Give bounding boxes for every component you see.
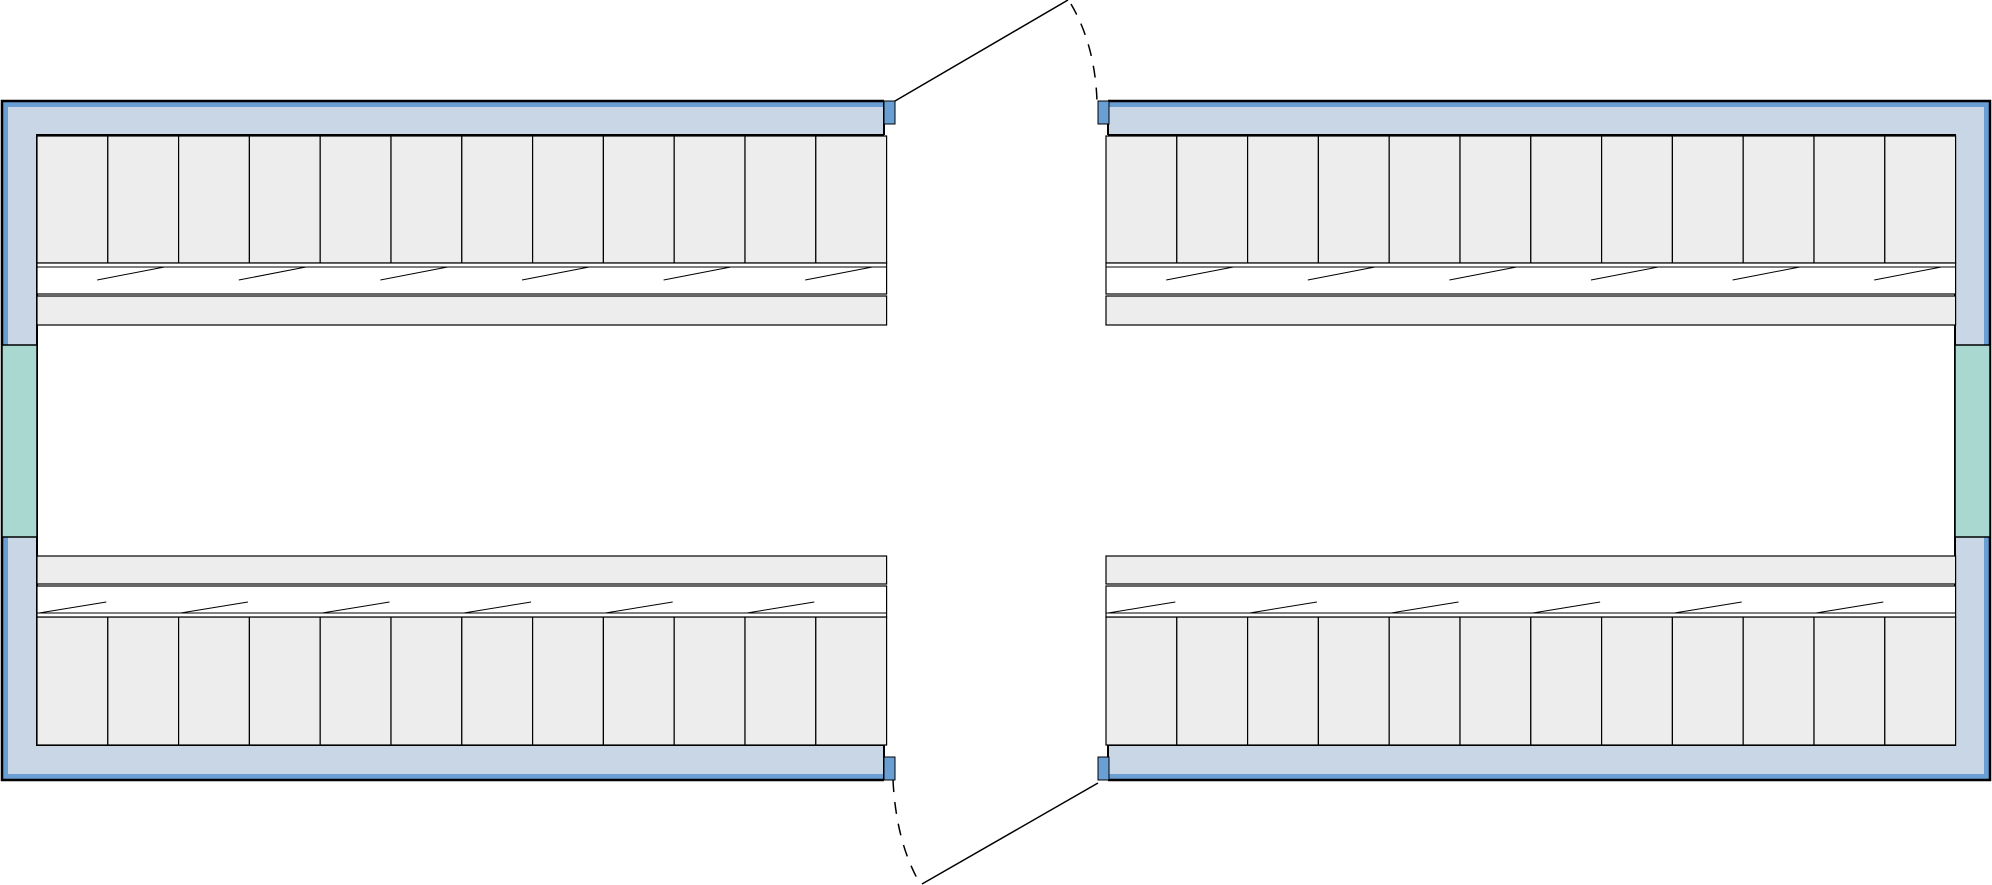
- locker-section-bottom: [1105, 555, 1957, 746]
- locker: [602, 616, 675, 746]
- seat-mark: [238, 266, 307, 281]
- seat-mark: [1732, 266, 1800, 281]
- locker: [1742, 616, 1815, 746]
- locker: [815, 616, 888, 746]
- locker-section-top: [36, 135, 888, 326]
- locker: [178, 135, 251, 264]
- bench: [36, 262, 888, 295]
- door-swing-arc: [892, 779, 919, 881]
- locker: [1105, 616, 1178, 746]
- locker: [1813, 616, 1886, 746]
- shelf: [1105, 295, 1957, 326]
- locker: [1884, 616, 1957, 746]
- locker: [461, 616, 534, 746]
- shelf: [36, 555, 888, 585]
- seat-mark: [380, 266, 448, 281]
- locker: [36, 135, 109, 264]
- seat-mark: [97, 266, 165, 281]
- locker: [1246, 135, 1319, 264]
- seat-mark: [1449, 266, 1517, 281]
- seat-mark: [663, 266, 731, 281]
- wing-right: [1097, 99, 1992, 782]
- seat-mark: [1874, 266, 1942, 281]
- seat-mark: [1815, 601, 1884, 614]
- locker: [531, 616, 604, 746]
- locker: [1317, 616, 1390, 746]
- locker: [1388, 135, 1461, 264]
- locker: [1459, 135, 1532, 264]
- locker-section-bottom: [36, 555, 888, 746]
- entrance-doors: [892, 0, 1099, 885]
- locker: [744, 616, 817, 746]
- locker: [248, 135, 321, 264]
- seat-mark: [1107, 601, 1176, 614]
- locker: [36, 616, 109, 746]
- seat-mark: [1166, 266, 1234, 281]
- wing-left: [0, 99, 896, 782]
- seat-mark: [1674, 601, 1742, 614]
- locker: [1246, 616, 1319, 746]
- seat-mark: [1590, 266, 1659, 281]
- locker: [319, 616, 392, 746]
- locker: [1813, 135, 1886, 264]
- locker: [390, 616, 463, 746]
- door-jamb: [883, 100, 896, 125]
- locker: [1530, 616, 1603, 746]
- locker: [1600, 135, 1673, 264]
- locker: [673, 616, 746, 746]
- shelf: [36, 295, 888, 326]
- bench: [36, 585, 888, 618]
- locker: [107, 616, 180, 746]
- seat-mark: [521, 266, 590, 281]
- door-jamb: [883, 756, 896, 781]
- locker: [815, 135, 888, 264]
- door-leaf: [894, 0, 1069, 102]
- door-swing-arc: [1070, 3, 1098, 102]
- locker: [1600, 616, 1673, 746]
- locker: [744, 135, 817, 264]
- locker: [1388, 616, 1461, 746]
- seat-mark: [1391, 601, 1459, 614]
- locker: [107, 135, 180, 264]
- bench: [1105, 585, 1957, 618]
- locker-section-top: [1105, 135, 1957, 326]
- locker: [1671, 616, 1744, 746]
- locker: [1459, 616, 1532, 746]
- seat-mark: [38, 601, 107, 614]
- seat-mark: [1532, 601, 1601, 614]
- seat-mark: [180, 601, 248, 614]
- locker: [602, 135, 675, 264]
- locker: [248, 616, 321, 746]
- seat-mark: [463, 601, 532, 614]
- door-leaf: [921, 782, 1099, 885]
- seat-mark: [746, 601, 815, 614]
- bench: [1105, 262, 1957, 295]
- shelf: [1105, 555, 1957, 585]
- locker: [319, 135, 392, 264]
- locker: [178, 616, 251, 746]
- seat-mark: [605, 601, 673, 614]
- door-jamb: [1097, 100, 1110, 125]
- locker: [390, 135, 463, 264]
- door-jamb: [1097, 756, 1110, 781]
- seat-mark: [1249, 601, 1317, 614]
- window: [1954, 344, 1991, 538]
- locker: [1884, 135, 1957, 264]
- locker: [531, 135, 604, 264]
- window: [1, 344, 38, 538]
- wall-left: [0, 99, 896, 782]
- seat-mark: [1307, 266, 1376, 281]
- locker: [461, 135, 534, 264]
- seat-mark: [805, 266, 873, 281]
- locker: [1530, 135, 1603, 264]
- locker: [1671, 135, 1744, 264]
- locker: [1317, 135, 1390, 264]
- locker: [1105, 135, 1178, 264]
- locker: [673, 135, 746, 264]
- locker: [1176, 135, 1249, 264]
- locker: [1742, 135, 1815, 264]
- locker: [1176, 616, 1249, 746]
- seat-mark: [322, 601, 390, 614]
